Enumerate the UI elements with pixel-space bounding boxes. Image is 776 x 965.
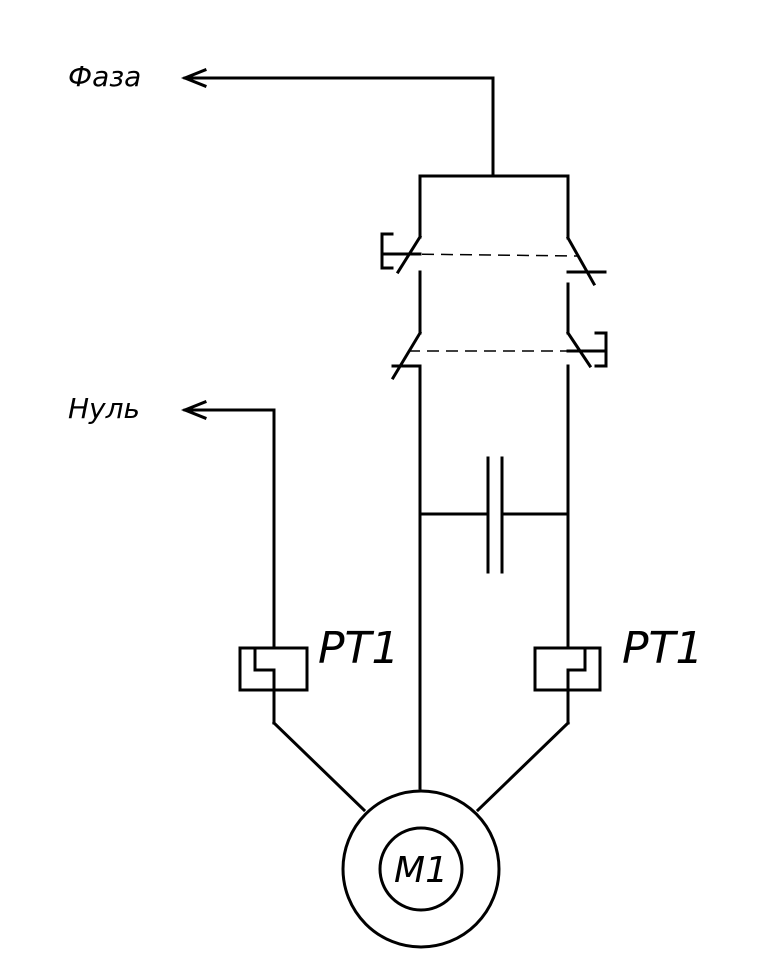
capacitor [418, 456, 570, 574]
push-button-upper [380, 174, 423, 335]
thermal-relay-left [238, 646, 367, 813]
phase-label: Фаза [68, 60, 141, 93]
contact-lower-left [390, 330, 423, 790]
thermal-relay-right [475, 643, 602, 813]
arrow-left-icon [180, 68, 207, 88]
contact-upper-right [565, 174, 607, 335]
relay-right-label: РТ1 [622, 623, 703, 674]
motor-label: М1 [394, 850, 448, 891]
neutral-label: Нуль [68, 392, 140, 425]
mechanical-link-upper [402, 253, 579, 257]
phase-line [180, 68, 495, 178]
arrow-left-icon [180, 400, 207, 420]
push-button-lower [565, 330, 608, 647]
motor [341, 789, 501, 949]
neutral-line [180, 400, 276, 650]
relay-left-label: РТ1 [318, 623, 399, 674]
